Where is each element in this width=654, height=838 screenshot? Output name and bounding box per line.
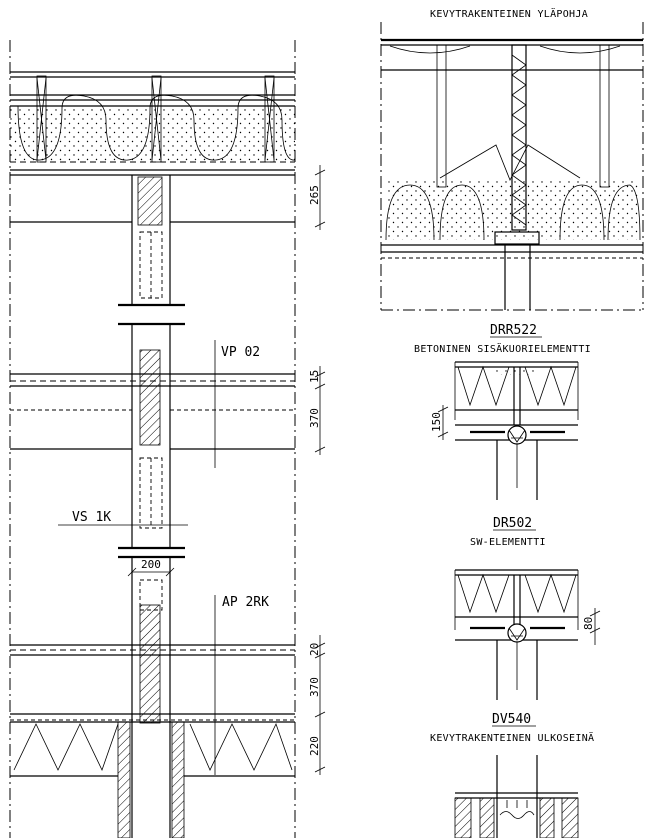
dim-200: 200 bbox=[141, 558, 161, 571]
dim-80: 80 bbox=[582, 617, 595, 630]
code-drr522: DRR522 bbox=[490, 323, 537, 338]
bottom-wall-insulation bbox=[10, 721, 295, 838]
dim-15: 15 bbox=[308, 370, 321, 383]
label-ap2rk: AP 2RK bbox=[222, 595, 269, 610]
title-kevyt-ylapohja: KEVYTRAKENTEINEN YLÄPOHJA bbox=[430, 7, 588, 20]
wall-column bbox=[118, 175, 185, 838]
detail-dv540: DV540 KEVYTRAKENTEINEN ULKOSEINÄ bbox=[430, 712, 594, 838]
dim-370-upper: 370 bbox=[308, 408, 321, 428]
label-vp02: VP 02 bbox=[221, 345, 260, 360]
dim-265: 265 bbox=[308, 185, 321, 205]
desc-dv540: KEVYTRAKENTEINEN ULKOSEINÄ bbox=[430, 731, 594, 744]
dimension-chain-right: 265 15 370 20 370 220 bbox=[308, 165, 326, 775]
detail-dr502: DR502 SW-ELEMENTTI 80 bbox=[454, 516, 601, 700]
code-dv540: DV540 bbox=[492, 712, 531, 727]
dim-150: 150 bbox=[430, 412, 443, 432]
label-vs1k: VS 1K bbox=[72, 510, 111, 525]
floor-slab-upper bbox=[10, 221, 295, 450]
desc-dr502: SW-ELEMENTTI bbox=[470, 537, 546, 548]
floor-slab-lower bbox=[10, 644, 295, 721]
roof-studs bbox=[36, 75, 275, 163]
roof-layers bbox=[10, 71, 296, 176]
detail-kevyt-ylapohja: KEVYTRAKENTEINEN YLÄPOHJA bbox=[380, 7, 644, 311]
desc-drr522: BETONINEN SISÄKUORIELEMENTTI bbox=[414, 342, 591, 355]
code-dr502: DR502 bbox=[493, 516, 532, 531]
dim-20: 20 bbox=[308, 643, 321, 656]
dim-370-lower: 370 bbox=[308, 677, 321, 697]
detail-drr522: DRR522 BETONINEN SISÄKUORIELEMENTTI 150 bbox=[414, 323, 591, 500]
dim-220: 220 bbox=[308, 736, 321, 756]
dimension-200: 200 bbox=[127, 558, 175, 577]
main-section: VP 02 VS 1K AP 2RK 200 265 15 370 bbox=[9, 40, 326, 838]
